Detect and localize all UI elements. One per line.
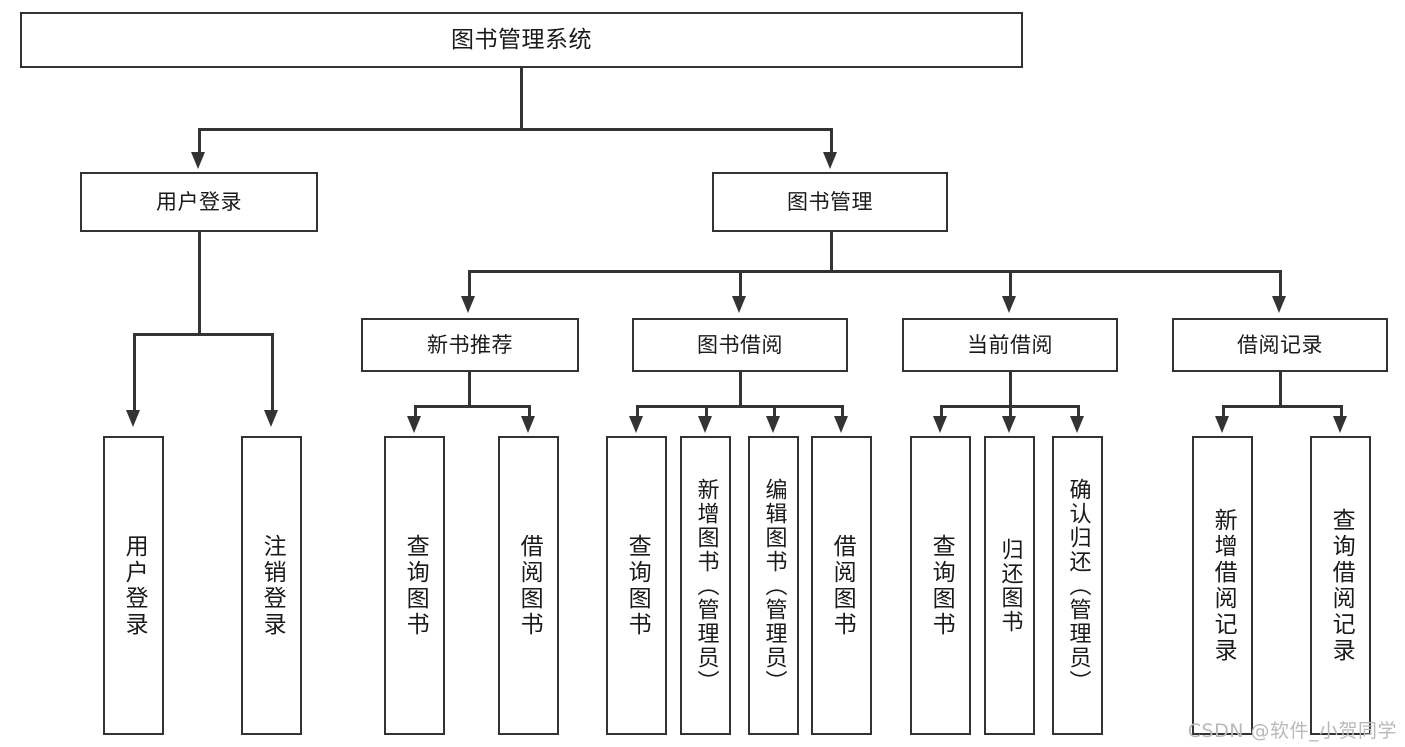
node-label: 用户登录 — [156, 189, 242, 214]
connector-current-stem — [1009, 372, 1012, 407]
node-current-borrow[interactable]: 当前借阅 — [902, 318, 1118, 372]
arrow-root-to-login — [191, 152, 205, 169]
node-root-system[interactable]: 图书管理系统 — [20, 12, 1023, 68]
connector-root-stem — [520, 68, 523, 130]
connector-current-leaf2 — [1009, 405, 1012, 419]
arrow-newrec-leaf2 — [521, 416, 535, 433]
leaf-label: 新增借阅记录 — [1210, 507, 1237, 664]
leaf-label: 借阅图书 — [829, 533, 856, 638]
node-book-management[interactable]: 图书管理 — [712, 172, 948, 232]
arrow-borrow-leaf1 — [629, 416, 643, 433]
leaf-label: 确认归还（管理员） — [1065, 477, 1091, 694]
arrow-book-to-current — [1002, 296, 1016, 313]
leaf-label: 查询借阅记录 — [1328, 507, 1355, 664]
connector-current-leaf1 — [940, 405, 943, 419]
connector-current-leaf3 — [1077, 405, 1080, 419]
leaf-node-add-book-admin[interactable]: 新增图书（管理员） — [680, 436, 731, 735]
connector-borrow-stem — [739, 372, 742, 407]
connector-history-leaf1 — [1222, 405, 1225, 419]
arrow-current-leaf3 — [1070, 416, 1084, 433]
arrow-current-leaf1 — [933, 416, 947, 433]
node-borrow-history[interactable]: 借阅记录 — [1172, 318, 1388, 372]
arrow-login-leaf2 — [264, 410, 278, 427]
connector-login-leaf2 — [271, 333, 274, 415]
connector-login-bus — [133, 333, 273, 336]
connector-newrec-leaf1 — [414, 405, 417, 419]
node-label: 图书管理 — [787, 189, 873, 214]
arrow-history-leaf2 — [1333, 416, 1347, 433]
connector-book-bus — [468, 270, 1280, 273]
connector-borrow-leaf3 — [773, 405, 776, 419]
connector-newrec-bus — [414, 405, 530, 408]
connector-book-to-newrec — [468, 270, 471, 302]
leaf-node-borrow-book-newrec[interactable]: 借阅图书 — [498, 436, 559, 735]
leaf-node-query-book-borrow[interactable]: 查询图书 — [606, 436, 667, 735]
connector-login-stem — [198, 232, 201, 335]
node-label: 图书管理系统 — [451, 26, 592, 53]
leaf-node-return-book[interactable]: 归还图书 — [984, 436, 1035, 735]
node-label: 当前借阅 — [967, 332, 1053, 357]
node-user-login[interactable]: 用户登录 — [80, 172, 318, 232]
connector-history-bus — [1222, 405, 1342, 408]
leaf-node-query-borrow-record[interactable]: 查询借阅记录 — [1310, 436, 1371, 735]
leaf-node-confirm-return-admin[interactable]: 确认归还（管理员） — [1052, 436, 1103, 735]
connector-newrec-leaf2 — [528, 405, 531, 419]
arrow-root-to-book — [823, 152, 837, 169]
arrow-borrow-leaf4 — [834, 416, 848, 433]
node-label: 借阅记录 — [1237, 332, 1323, 357]
arrow-book-to-newrec — [461, 296, 475, 313]
leaf-node-add-borrow-record[interactable]: 新增借阅记录 — [1192, 436, 1253, 735]
arrow-borrow-leaf3 — [766, 416, 780, 433]
connector-newrec-stem — [468, 372, 471, 407]
arrow-current-leaf2 — [1002, 416, 1016, 433]
connector-borrow-bus — [636, 405, 842, 408]
connector-book-stem — [830, 232, 833, 272]
arrow-newrec-leaf1 — [407, 416, 421, 433]
node-new-book-recommend[interactable]: 新书推荐 — [361, 318, 579, 372]
leaf-label: 查询图书 — [402, 533, 429, 638]
arrow-book-to-borrow — [732, 296, 746, 313]
connector-root-to-login — [198, 128, 201, 156]
leaf-label: 注销登录 — [259, 533, 286, 638]
leaf-label: 新增图书（管理员） — [693, 477, 719, 694]
connector-book-to-current — [1009, 270, 1012, 302]
leaf-node-user-login[interactable]: 用户登录 — [103, 436, 164, 735]
arrow-history-leaf1 — [1215, 416, 1229, 433]
connector-root-bus — [198, 128, 832, 131]
leaf-node-logout[interactable]: 注销登录 — [241, 436, 302, 735]
node-label: 新书推荐 — [427, 332, 513, 357]
leaf-label: 查询图书 — [624, 533, 651, 638]
arrow-login-leaf1 — [126, 410, 140, 427]
leaf-node-query-book-current[interactable]: 查询图书 — [910, 436, 971, 735]
arrow-book-to-history — [1272, 296, 1286, 313]
leaf-label: 编辑图书（管理员） — [761, 477, 787, 694]
leaf-node-borrow-book[interactable]: 借阅图书 — [811, 436, 872, 735]
connector-borrow-leaf1 — [636, 405, 639, 419]
connector-borrow-leaf2 — [705, 405, 708, 419]
leaf-node-query-book-newrec[interactable]: 查询图书 — [384, 436, 445, 735]
leaf-node-edit-book-admin[interactable]: 编辑图书（管理员） — [748, 436, 799, 735]
leaf-label: 用户登录 — [121, 533, 148, 638]
leaf-label: 查询图书 — [928, 533, 955, 638]
connector-book-to-borrow — [739, 270, 742, 302]
csdn-watermark: CSDN @软件_小贺同学 — [1187, 720, 1397, 742]
leaf-label: 归还图书 — [997, 537, 1023, 634]
node-book-borrow[interactable]: 图书借阅 — [632, 318, 848, 372]
connector-history-stem — [1279, 372, 1282, 407]
leaf-label: 借阅图书 — [516, 533, 543, 638]
connector-book-to-history — [1279, 270, 1282, 302]
connector-login-leaf1 — [133, 333, 136, 415]
node-label: 图书借阅 — [697, 332, 783, 357]
connector-borrow-leaf4 — [841, 405, 844, 419]
connector-root-to-book — [830, 128, 833, 156]
connector-history-leaf2 — [1340, 405, 1343, 419]
arrow-borrow-leaf2 — [698, 416, 712, 433]
